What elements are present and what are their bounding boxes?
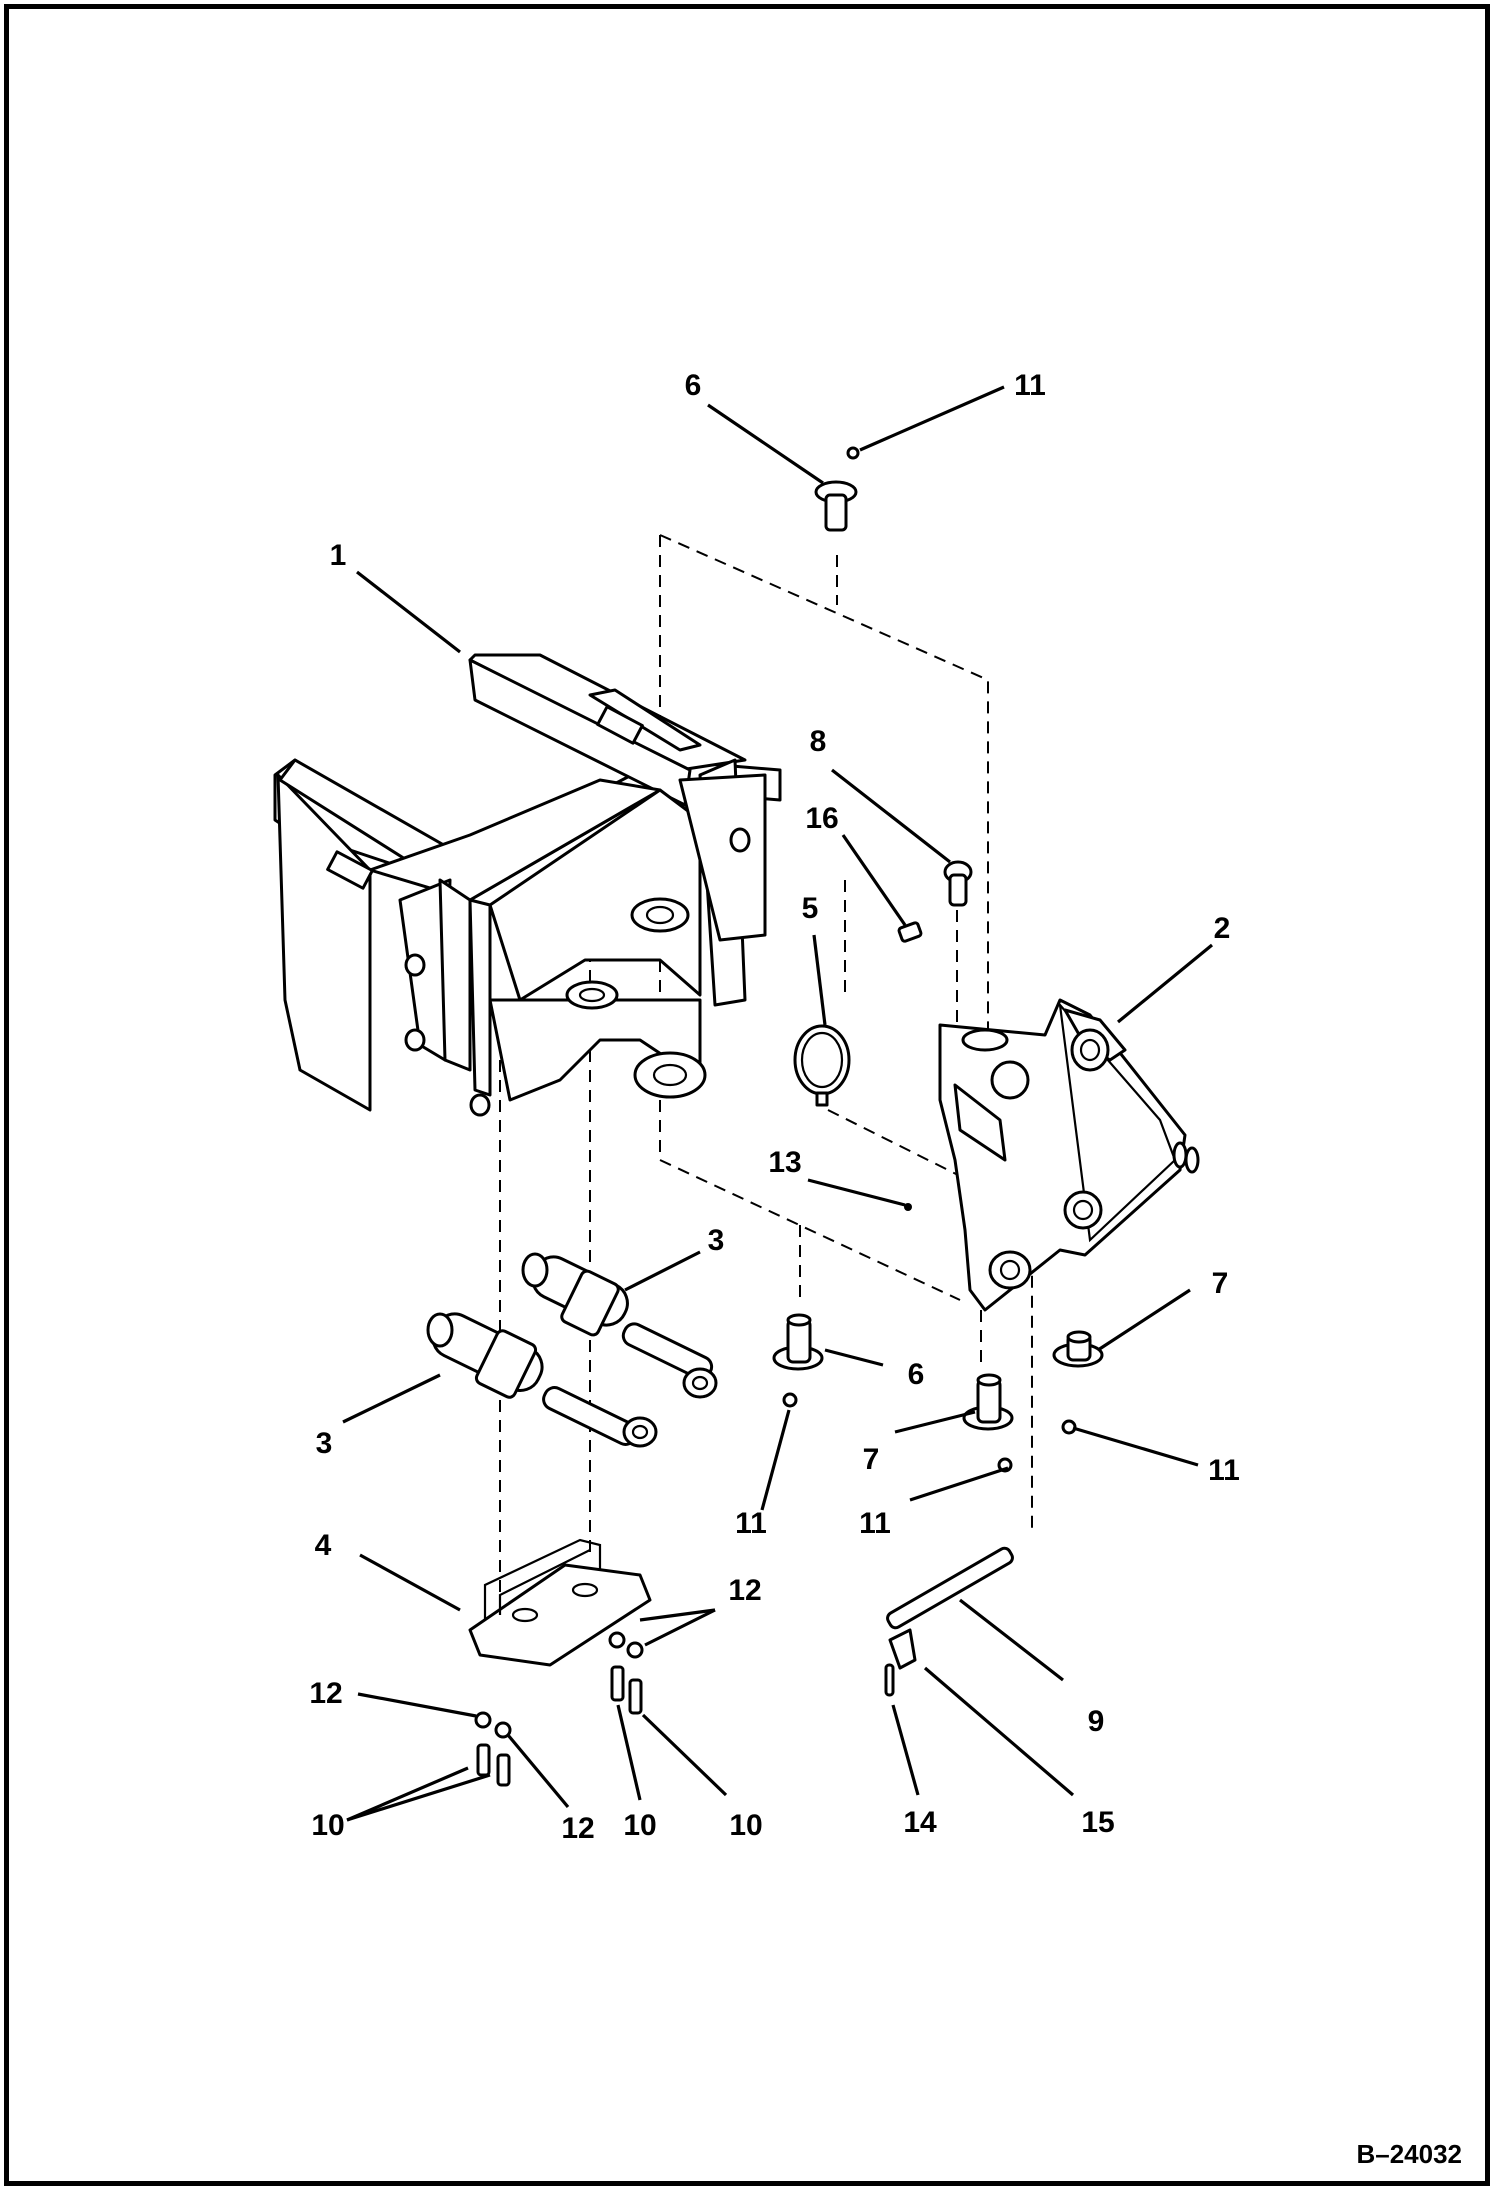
- callout-11-top: 11: [1014, 369, 1046, 402]
- callout-1: 1: [330, 539, 347, 572]
- part-4-mounting-plate: [468, 1538, 652, 1667]
- fastener-nuts-and-bolts: [474, 446, 1077, 1787]
- callout-8: 8: [810, 725, 827, 758]
- callout-5: 5: [802, 892, 819, 925]
- part-15-clip: [888, 1628, 917, 1670]
- callout-3-lower: 3: [316, 1427, 333, 1460]
- part-13-dot: [904, 1203, 912, 1211]
- callout-11-mid-right: 11: [859, 1507, 891, 1540]
- callout-12-top: 12: [728, 1574, 761, 1607]
- part-8-pin: [943, 860, 973, 907]
- callout-4: 4: [315, 1529, 332, 1562]
- callout-10-right: 10: [729, 1809, 762, 1842]
- part-5-ring: [793, 1024, 851, 1107]
- callout-11-mid-left: 11: [735, 1507, 767, 1540]
- callout-6-top: 6: [685, 369, 702, 402]
- part-16-spring: [897, 921, 923, 943]
- callout-9: 9: [1088, 1705, 1105, 1738]
- part-1-main-frame: [273, 653, 782, 1117]
- callout-7-left: 7: [863, 1443, 880, 1476]
- part-3-cylinder-lower: [426, 1312, 658, 1448]
- part-6-pin-mid: [772, 1313, 824, 1371]
- part-7-pin-right: [1052, 1330, 1104, 1368]
- callout-10-left: 10: [311, 1809, 344, 1842]
- callout-16: 16: [805, 802, 838, 835]
- callout-15: 15: [1081, 1806, 1114, 1839]
- callout-13: 13: [768, 1146, 801, 1179]
- part-3-cylinder-upper: [521, 1252, 718, 1399]
- drawing-id: B–24032: [1356, 2139, 1462, 2169]
- part-6-pin-top: [814, 480, 858, 532]
- callout-11-right: 11: [1208, 1454, 1240, 1487]
- callout-3-upper: 3: [708, 1224, 725, 1257]
- callout-12-left: 12: [309, 1677, 342, 1710]
- callout-10-mid: 10: [623, 1809, 656, 1842]
- callout-6-mid: 6: [908, 1358, 925, 1391]
- part-9-shaft: [886, 1546, 1014, 1630]
- callout-12-bottom: 12: [561, 1812, 594, 1845]
- callout-7-right: 7: [1212, 1267, 1229, 1300]
- drawing-border: [4, 4, 1490, 2186]
- leader-lines: [342, 385, 1214, 1822]
- callout-14: 14: [903, 1806, 937, 1839]
- part-7-pin-left: [962, 1373, 1014, 1431]
- part-14-pin: [884, 1663, 895, 1697]
- callout-labels: 1 2 3 3 4 5 6 6 7 7 8 9 10 10 10 11 11 1…: [309, 369, 1240, 1845]
- part-2-swing-bracket: [938, 998, 1200, 1312]
- callout-2: 2: [1214, 912, 1231, 945]
